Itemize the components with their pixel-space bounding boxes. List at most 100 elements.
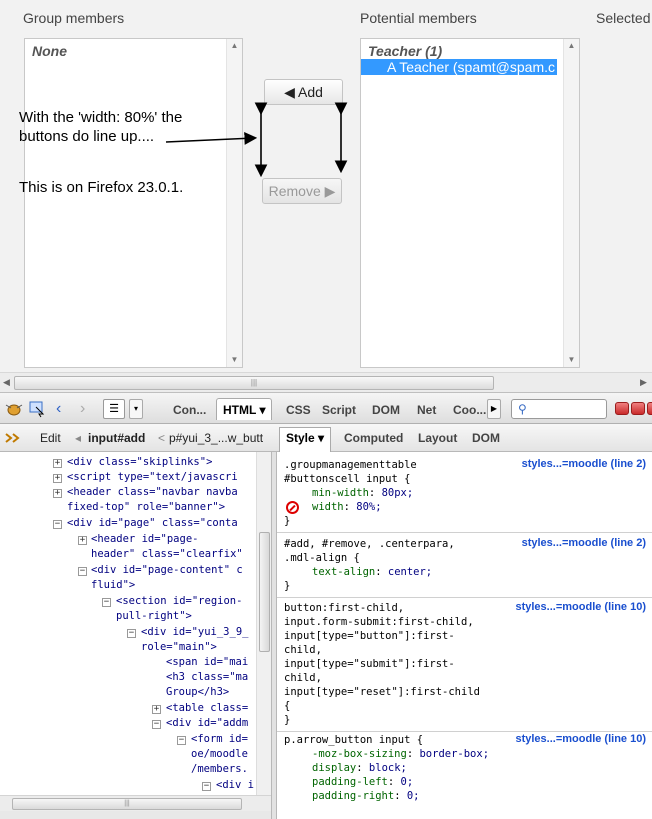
- remove-button[interactable]: Remove ▶: [262, 178, 342, 204]
- html-node-line[interactable]: role="main">: [141, 641, 217, 653]
- html-node-line[interactable]: Group</h3>: [166, 686, 230, 698]
- side-tab-computed[interactable]: Computed: [344, 431, 404, 445]
- collapse-icon[interactable]: −: [78, 566, 87, 576]
- potential-members-scrollbar[interactable]: ▲ ▼: [563, 39, 579, 367]
- scroll-left-arrow-icon[interactable]: ◀: [3, 377, 10, 387]
- tab-dom[interactable]: DOM: [372, 403, 400, 417]
- minimize-icon[interactable]: [615, 402, 629, 415]
- css-property-box-sizing[interactable]: -moz-box-sizing: border-box;: [312, 748, 490, 760]
- css-property-display[interactable]: display: block;: [312, 762, 407, 774]
- tab-html[interactable]: HTML ▾: [216, 398, 273, 420]
- html-node-line[interactable]: /members.: [191, 763, 248, 775]
- expand-icon[interactable]: +: [53, 458, 62, 468]
- css-source-link[interactable]: styles...=moodle (line 2): [521, 458, 646, 470]
- html-node-line[interactable]: <script type="text/javascri: [67, 471, 238, 483]
- collapse-icon[interactable]: −: [177, 735, 186, 745]
- collapse-icon[interactable]: −: [202, 781, 211, 791]
- potential-members-listbox[interactable]: Teacher (1) A Teacher (spamt@spam.c ▲ ▼: [360, 38, 580, 368]
- html-node-line[interactable]: pull-right">: [116, 610, 192, 622]
- more-tabs-arrow-icon[interactable]: ▶: [487, 399, 501, 419]
- html-node-line[interactable]: oe/moodle: [191, 748, 248, 760]
- edit-button[interactable]: Edit: [40, 431, 61, 445]
- css-property-padding-left[interactable]: padding-left: 0;: [312, 776, 414, 788]
- scrollbar-thumb[interactable]: |||: [14, 376, 494, 390]
- collapse-icon[interactable]: −: [102, 597, 111, 607]
- collapse-icon[interactable]: −: [53, 519, 62, 529]
- html-node-line[interactable]: <header id="page-: [91, 533, 199, 545]
- expand-icon[interactable]: +: [53, 488, 62, 498]
- side-tab-layout[interactable]: Layout: [418, 431, 458, 445]
- css-property-padding-right[interactable]: padding-right: 0;: [312, 790, 420, 802]
- css-property-min-width[interactable]: min-width: 80px;: [312, 487, 414, 499]
- html-node-line[interactable]: <div class="skiplinks">: [67, 456, 213, 468]
- group-members-listbox[interactable]: None ▲ ▼: [24, 38, 243, 368]
- html-node-line[interactable]: <div id="yui_3_9_: [141, 626, 249, 638]
- forward-arrow-icon[interactable]: ›: [80, 400, 86, 417]
- css-prop-value[interactable]: 0;: [406, 790, 420, 802]
- css-prop-value[interactable]: center;: [387, 566, 433, 578]
- tab-cookies[interactable]: Coo...: [453, 403, 487, 417]
- scroll-up-arrow-icon[interactable]: ▲: [567, 41, 576, 50]
- close-icon[interactable]: [647, 402, 652, 415]
- breadcrumb-parent[interactable]: p#yui_3_...w_butt: [169, 431, 264, 445]
- collapse-icon[interactable]: −: [127, 628, 136, 638]
- search-input[interactable]: ⚲: [511, 399, 607, 419]
- scrollbar-thumb[interactable]: [259, 532, 270, 652]
- html-node-line[interactable]: <section id="region-: [116, 595, 243, 607]
- html-panel-horizontal-scrollbar[interactable]: |||: [0, 795, 271, 811]
- html-node-line[interactable]: <header class="navbar navba: [67, 486, 238, 498]
- css-prop-value[interactable]: block;: [368, 762, 407, 774]
- html-node-line[interactable]: <div i: [216, 779, 254, 791]
- html-node-line[interactable]: <div id="page-content" c: [91, 564, 243, 576]
- page-horizontal-scrollbar[interactable]: ◀ ||| ▶: [0, 372, 652, 392]
- add-button[interactable]: ◀ Add: [264, 79, 343, 105]
- html-node-line[interactable]: fluid">: [91, 579, 136, 591]
- html-node-line[interactable]: fixed-top" role="banner">: [67, 501, 226, 513]
- css-prop-value[interactable]: border-box;: [419, 748, 490, 760]
- back-arrow-icon[interactable]: ‹: [56, 400, 62, 417]
- css-source-link[interactable]: styles...=moodle (line 10): [515, 733, 646, 745]
- html-node-line[interactable]: <h3 class="ma: [166, 671, 249, 683]
- dropdown-arrow-icon[interactable]: ▾: [129, 399, 143, 419]
- tab-net[interactable]: Net: [417, 403, 437, 417]
- scroll-down-arrow-icon[interactable]: ▼: [567, 355, 576, 364]
- side-tab-dom[interactable]: DOM: [472, 431, 500, 445]
- scroll-right-arrow-icon[interactable]: ▶: [640, 377, 647, 387]
- css-source-link[interactable]: styles...=moodle (line 2): [521, 537, 646, 549]
- group-members-scrollbar[interactable]: ▲ ▼: [226, 39, 242, 367]
- html-node-line[interactable]: <form id=: [191, 733, 248, 745]
- tab-script[interactable]: Script: [322, 403, 357, 417]
- detach-icon[interactable]: [631, 402, 645, 415]
- scroll-down-arrow-icon[interactable]: ▼: [230, 355, 239, 364]
- breadcrumb-current[interactable]: input#add: [88, 431, 146, 445]
- html-node-line[interactable]: <div id="page" class="conta: [67, 517, 238, 529]
- css-prop-value[interactable]: 80px;: [381, 487, 414, 499]
- expand-icon[interactable]: +: [53, 473, 62, 483]
- html-node-line[interactable]: <div id="addm: [166, 717, 249, 729]
- html-panel-vertical-scrollbar[interactable]: [256, 452, 271, 795]
- potential-member-option-selected[interactable]: A Teacher (spamt@spam.c: [361, 59, 557, 75]
- scroll-up-arrow-icon[interactable]: ▲: [230, 41, 239, 50]
- css-prop-value[interactable]: 80%;: [356, 501, 382, 513]
- panel-splitter[interactable]: [271, 452, 277, 819]
- css-prop-value[interactable]: 0;: [400, 776, 414, 788]
- side-tab-style[interactable]: Style ▾: [279, 427, 332, 452]
- panel-list-icon[interactable]: ☰: [103, 399, 125, 419]
- collapse-icon[interactable]: −: [152, 719, 161, 729]
- firebug-bug-icon[interactable]: [4, 401, 24, 417]
- html-node-line[interactable]: header" class="clearfix": [91, 548, 243, 560]
- expand-icon[interactable]: +: [152, 704, 161, 714]
- break-on-mutate-icon[interactable]: [4, 431, 20, 445]
- expand-icon[interactable]: +: [78, 535, 87, 545]
- breadcrumb-scroll-left-icon[interactable]: ◂: [75, 431, 82, 445]
- css-property-width[interactable]: width: 80%;: [312, 501, 382, 513]
- css-source-link[interactable]: styles...=moodle (line 10): [515, 601, 646, 613]
- inspect-element-icon[interactable]: [28, 400, 46, 418]
- html-node-line[interactable]: <table class=: [166, 702, 249, 714]
- tab-css[interactable]: CSS: [286, 403, 311, 417]
- tab-console[interactable]: Con...: [173, 403, 207, 417]
- disabled-property-icon[interactable]: [286, 501, 299, 514]
- css-property-text-align[interactable]: text-align: center;: [312, 566, 433, 578]
- scrollbar-thumb[interactable]: |||: [12, 798, 242, 810]
- html-node-line[interactable]: <span id="mai: [166, 656, 249, 668]
